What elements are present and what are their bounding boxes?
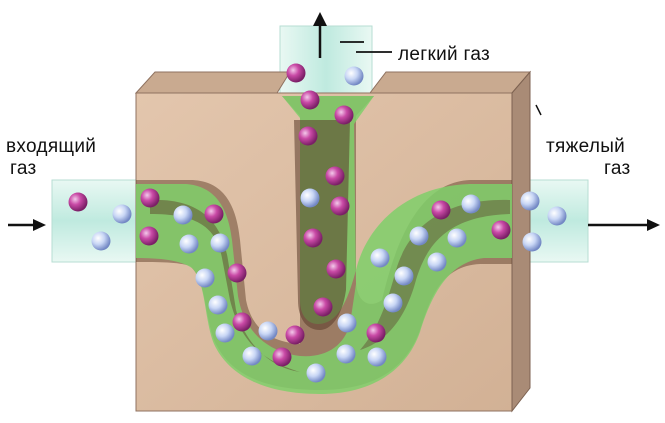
heavy-molecule-icon	[233, 313, 252, 332]
light-gas-label: легкий газ	[398, 44, 490, 66]
light-molecule-icon	[371, 249, 390, 268]
light-molecule-icon	[113, 205, 132, 224]
heavy-molecule-icon	[367, 324, 386, 343]
heavy-molecule-icon	[299, 127, 318, 146]
light-molecule-icon	[209, 296, 228, 315]
heavy-molecule-icon	[140, 227, 159, 246]
arrow-right-icon	[8, 219, 46, 231]
light-molecule-icon	[337, 345, 356, 364]
light-molecule-icon	[243, 347, 262, 366]
light-molecule-icon	[410, 227, 429, 246]
heavy-molecule-icon	[492, 221, 511, 240]
light-molecule-icon	[196, 269, 215, 288]
light-molecule-icon	[521, 192, 540, 211]
heavy-molecule-icon	[331, 197, 350, 216]
light-molecule-icon	[368, 348, 387, 367]
light-molecule-icon	[211, 234, 230, 253]
tick-mark	[536, 105, 541, 115]
light-molecule-icon	[384, 294, 403, 313]
heavy-molecule-icon	[432, 201, 451, 220]
light-molecule-icon	[307, 364, 326, 383]
heavy-molecule-icon	[304, 229, 323, 248]
heavy-molecule-icon	[205, 205, 224, 224]
incoming-gas-label: входящий	[6, 136, 96, 158]
incoming-gas-label-line2: газ	[10, 158, 36, 180]
light-molecule-icon	[448, 229, 467, 248]
block-top-right	[370, 72, 530, 93]
light-molecule-icon	[428, 253, 447, 272]
heavy-molecule-icon	[314, 298, 333, 317]
heavy-molecule-icon	[228, 264, 247, 283]
light-molecule-icon	[301, 189, 320, 208]
light-molecule-icon	[548, 207, 567, 226]
heavy-molecule-icon	[327, 260, 346, 279]
heavy-molecule-icon	[301, 91, 320, 110]
arrow-right-icon	[588, 219, 660, 231]
heavy-gas-label-line2: газ	[604, 158, 630, 180]
block-top-left	[136, 72, 290, 93]
heavy-molecule-icon	[335, 106, 354, 125]
light-molecule-icon	[395, 267, 414, 286]
heavy-molecule-icon	[286, 326, 305, 345]
light-molecule-icon	[180, 235, 199, 254]
light-molecule-icon	[216, 324, 235, 343]
light-molecule-icon	[92, 232, 111, 251]
heavy-molecule-icon	[273, 348, 292, 367]
light-molecule-icon	[523, 233, 542, 252]
heavy-molecule-icon	[69, 193, 88, 212]
heavy-molecule-icon	[287, 64, 306, 83]
heavy-gas-label: тяжелый	[546, 136, 625, 158]
light-molecule-icon	[338, 314, 357, 333]
light-molecule-icon	[174, 206, 193, 225]
light-molecule-icon	[462, 195, 481, 214]
light-molecule-icon	[259, 322, 278, 341]
light-molecule-icon	[345, 67, 364, 86]
heavy-molecule-icon	[141, 189, 160, 208]
heavy-molecule-icon	[326, 167, 345, 186]
